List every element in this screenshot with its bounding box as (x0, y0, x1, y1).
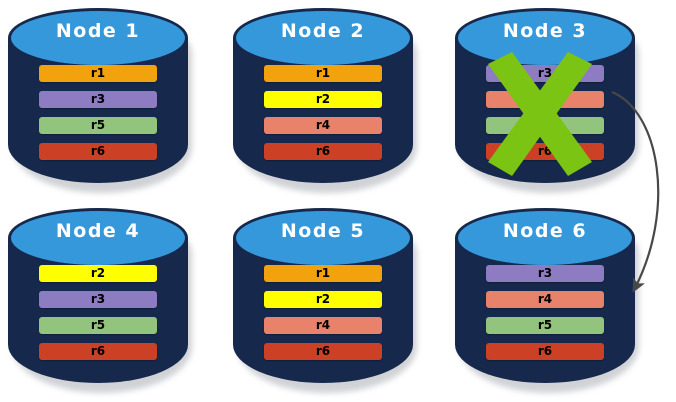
node-3-rows: r3 r4 r5 r6 (486, 65, 604, 169)
node-6[interactable]: Node 6 r3 r4 r5 r6 (455, 208, 639, 393)
node-3-row-r5: r5 (486, 117, 604, 134)
node-2-row-r1: r1 (264, 65, 382, 82)
node-3[interactable]: Node 3 r3 r4 r5 r6 (455, 8, 639, 193)
node-5-row-r4: r4 (264, 317, 382, 334)
node-6-row-r6: r6 (486, 343, 604, 360)
node-4-row-r2: r2 (39, 265, 157, 282)
node-6-row-r4: r4 (486, 291, 604, 308)
node-5-cylinder-top (234, 209, 412, 267)
node-4-row-r3: r3 (39, 291, 157, 308)
node-2-row-r4: r4 (264, 117, 382, 134)
node-2-label: Node 2 (280, 20, 366, 42)
node-3-row-r3: r3 (486, 65, 604, 82)
node-1-label: Node 1 (55, 20, 141, 42)
node-4-row-r6: r6 (39, 343, 157, 360)
node-4-rows: r2 r3 r5 r6 (39, 265, 157, 369)
node-5[interactable]: Node 5 r1 r2 r4 r6 (233, 208, 417, 393)
node-5-row-r2: r2 (264, 291, 382, 308)
node-5-label: Node 5 (280, 220, 366, 242)
node-3-cylinder-top (456, 9, 634, 67)
node-1-row-r3: r3 (39, 91, 157, 108)
node-1-row-r6: r6 (39, 143, 157, 160)
node-2-row-r2: r2 (264, 91, 382, 108)
node-6-row-r3: r3 (486, 265, 604, 282)
node-3-row-r4: r4 (486, 91, 604, 108)
node-1[interactable]: Node 1 r1 r3 r5 r6 (8, 8, 192, 193)
node-1-row-r5: r5 (39, 117, 157, 134)
node-6-label: Node 6 (502, 220, 588, 242)
node-2-row-r6: r6 (264, 143, 382, 160)
node-3-label: Node 3 (502, 20, 588, 42)
node-4-row-r5: r5 (39, 317, 157, 334)
node-4-cylinder-top (9, 209, 187, 267)
node-1-rows: r1 r3 r5 r6 (39, 65, 157, 169)
node-5-rows: r1 r2 r4 r6 (264, 265, 382, 369)
node-2[interactable]: Node 2 r1 r2 r4 r6 (233, 8, 417, 193)
node-5-row-r1: r1 (264, 265, 382, 282)
node-3-row-r6: r6 (486, 143, 604, 160)
node-1-row-r1: r1 (39, 65, 157, 82)
node-2-rows: r1 r2 r4 r6 (264, 65, 382, 169)
node-6-row-r5: r5 (486, 317, 604, 334)
node-4-label: Node 4 (55, 220, 141, 242)
node-6-cylinder-top (456, 209, 634, 267)
node-5-row-r6: r6 (264, 343, 382, 360)
node-4[interactable]: Node 4 r2 r3 r5 r6 (8, 208, 192, 393)
node-6-rows: r3 r4 r5 r6 (486, 265, 604, 369)
